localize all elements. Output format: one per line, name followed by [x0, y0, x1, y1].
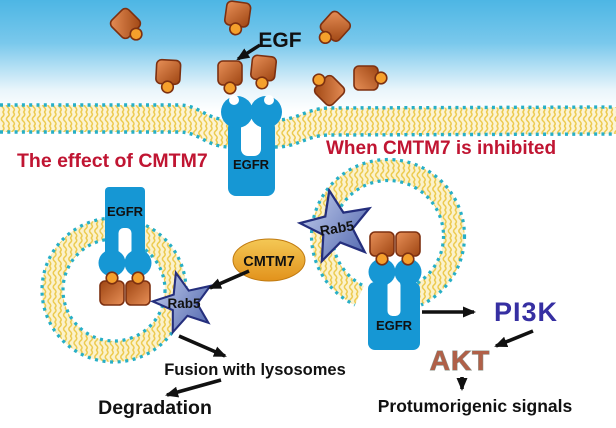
- fusion-label: Fusion with lysosomes: [164, 361, 346, 379]
- membrane-inner-leaflet-dots: [0, 130, 616, 149]
- membrane-lipid-texture: [0, 105, 616, 147]
- cmtm7-oval: CMTM7: [232, 238, 306, 282]
- receptor-notch-right: [264, 95, 274, 105]
- rab5-left-label: Rab5: [167, 296, 201, 311]
- arrow-pi3k-to-akt: [494, 329, 534, 348]
- receptor-head-left: [98, 249, 126, 277]
- egfr-membrane-label: EGFR: [233, 157, 270, 172]
- receptor-stem-slot: [118, 228, 132, 258]
- akt-label: AKT: [430, 345, 491, 376]
- rab5-star-left: Rab5: [146, 263, 221, 337]
- receptor-head-left: [221, 96, 253, 128]
- right-endosome-outer-dots: [309, 157, 467, 315]
- receptor-head-right: [124, 249, 152, 277]
- arrow-endosome-to-fusion: [178, 334, 227, 358]
- receptor-head-right: [394, 258, 422, 286]
- receptor-head-right: [250, 96, 282, 128]
- egfr-left-endosome-receptor: EGFR: [98, 187, 152, 306]
- heading-left: The effect of CMTM7: [17, 150, 208, 172]
- arrow-fusion-to-degradation: [165, 378, 222, 398]
- egf-label: EGF: [258, 29, 301, 52]
- plasma-membrane: [0, 103, 616, 149]
- receptor-notch-left: [229, 95, 239, 105]
- rab5-right-label: Rab5: [319, 217, 356, 239]
- pi3k-label: PI3K: [494, 297, 558, 327]
- membrane-outer-leaflet-dots: [0, 103, 616, 122]
- right-endosome-inner-dots: [330, 178, 446, 294]
- receptor-stem-slot: [387, 280, 401, 316]
- cmtm7-label: CMTM7: [243, 254, 295, 270]
- rab5-star-right: Rab5: [293, 182, 380, 266]
- arrow-egf-pointer: [236, 43, 261, 61]
- heading-right: When CMTM7 is inhibited: [326, 138, 556, 159]
- degradation-label: Degradation: [98, 397, 212, 419]
- receptor-stem-slot: [241, 116, 261, 156]
- egfr-right-endosome-receptor: EGFR: [368, 231, 422, 350]
- egfr-membrane-receptor: EGFR: [221, 95, 282, 196]
- arrow-cmtm7-to-rab5: [208, 269, 250, 290]
- left-endosome-inner-dots: [61, 237, 167, 343]
- egfr-right-label: EGFR: [376, 318, 413, 333]
- protumorigenic-label: Protumorigenic signals: [378, 396, 573, 416]
- egfr-left-label: EGFR: [107, 204, 144, 219]
- receptor-head-left: [368, 258, 396, 286]
